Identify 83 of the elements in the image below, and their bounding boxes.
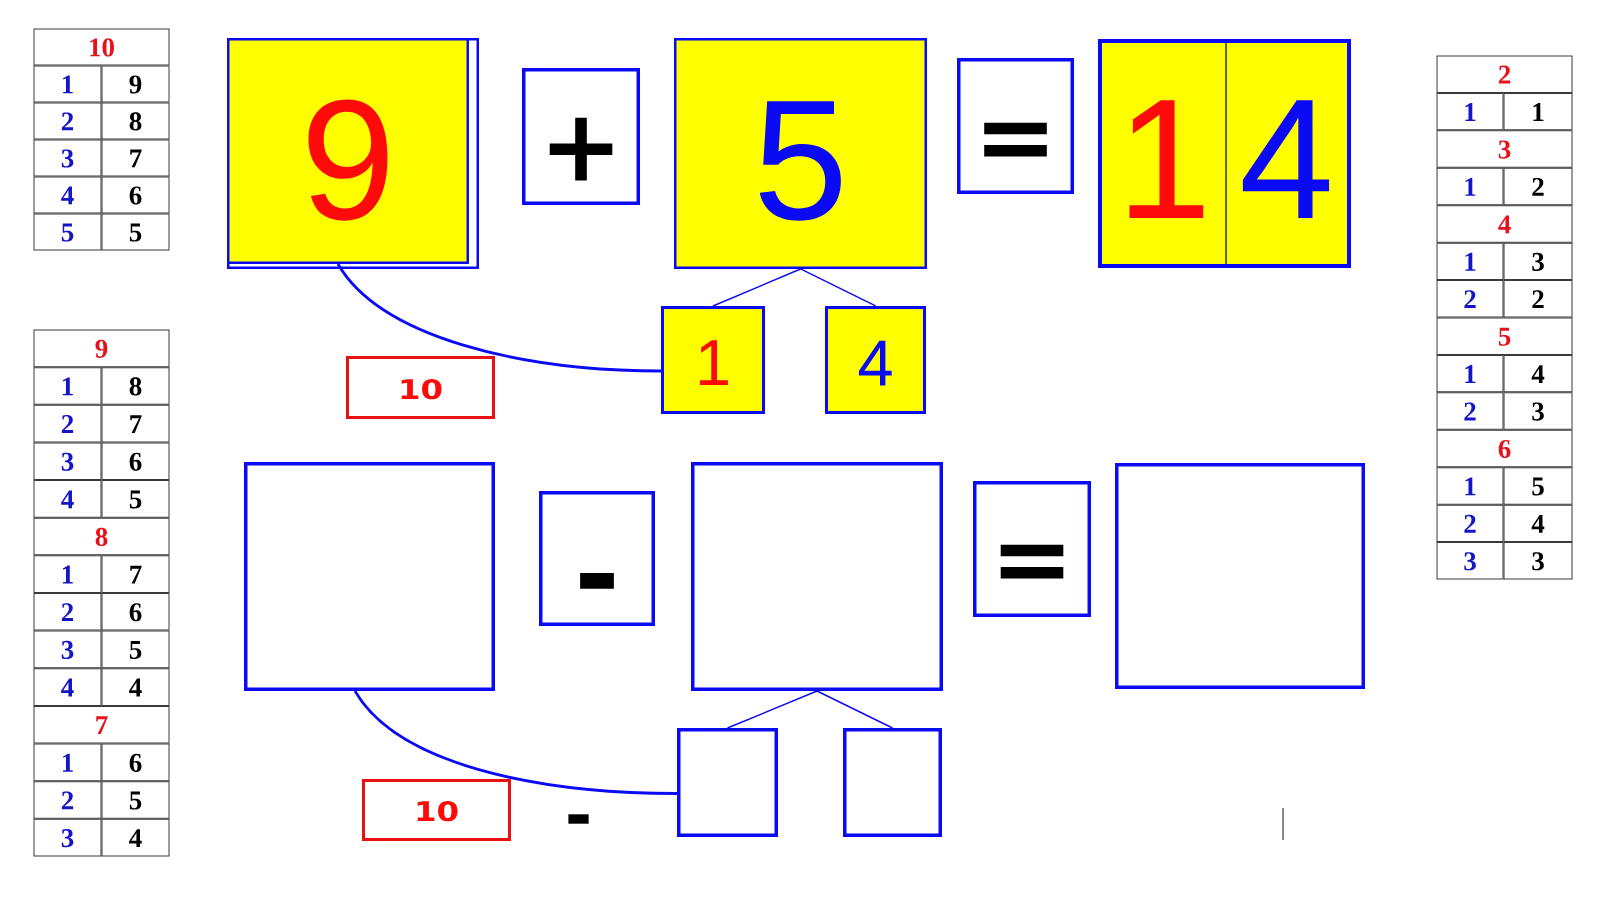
table-cell: 6 <box>101 176 170 214</box>
table-cell: 2 <box>33 102 102 140</box>
table-header: 5 <box>1436 317 1573 355</box>
table-header: 4 <box>1436 205 1573 243</box>
answer-box <box>244 462 495 691</box>
number-card: 9 <box>227 38 479 269</box>
operator-box: = <box>957 58 1074 194</box>
table-cell: 5 <box>1503 467 1573 505</box>
table-cell: 4 <box>33 480 102 518</box>
table-cell: 1 <box>1436 467 1504 505</box>
table-cell: 6 <box>101 743 170 782</box>
table-cell: 1 <box>1436 167 1504 206</box>
table-header: 10 <box>33 28 170 66</box>
table-cell: 3 <box>1436 542 1504 580</box>
table-cell: 4 <box>101 668 170 706</box>
table-cell: 2 <box>1503 280 1573 318</box>
number-box: 10 <box>362 779 511 841</box>
table-cell: 2 <box>33 781 102 819</box>
connector-curve <box>336 263 662 373</box>
table-cell: 1 <box>1503 92 1573 131</box>
table-cell: 4 <box>101 818 170 857</box>
table-cell: 6 <box>101 442 170 481</box>
operator-box: - <box>539 491 655 626</box>
table-cell: 1 <box>1436 92 1504 131</box>
table-cell: 5 <box>101 213 170 251</box>
table-cell: 7 <box>101 139 170 177</box>
answer-box <box>843 728 942 837</box>
operator-box: + <box>522 68 640 205</box>
number-box: 10 <box>346 356 495 419</box>
table-cell: 5 <box>101 480 170 518</box>
table-cell: 5 <box>33 213 102 251</box>
table-cell: 2 <box>1436 280 1504 318</box>
table-cell: 1 <box>1436 242 1504 281</box>
table-cell: 3 <box>1503 542 1573 580</box>
table-cell: 1 <box>1436 354 1504 393</box>
table-cell: 2 <box>1436 392 1504 430</box>
table-cell: 5 <box>101 630 170 669</box>
table-header: 8 <box>33 517 170 556</box>
table-cell: 8 <box>101 102 170 140</box>
table-cell: 4 <box>1503 354 1573 393</box>
table-cell: 1 <box>33 743 102 782</box>
table-cell: 6 <box>101 593 170 631</box>
digit-tile: 4 <box>1226 43 1347 264</box>
part-box: 4 <box>825 306 926 414</box>
table-header: 6 <box>1436 429 1573 468</box>
answer-box <box>677 728 778 837</box>
table-cell: 7 <box>101 555 170 593</box>
table-cell: 3 <box>33 818 102 857</box>
table-header: 3 <box>1436 130 1573 168</box>
table-cell: 2 <box>1503 167 1573 206</box>
branch-line <box>726 690 818 729</box>
table-cell: 3 <box>33 442 102 481</box>
table-cell: 4 <box>33 176 102 214</box>
table-cell: 3 <box>33 139 102 177</box>
operator-box: = <box>973 481 1091 617</box>
minus-sign: - <box>568 814 589 824</box>
table-cell: 1 <box>33 367 102 405</box>
table-cell: 2 <box>33 593 102 631</box>
table-cell: 3 <box>1503 392 1573 430</box>
table-cell: 3 <box>1503 242 1573 281</box>
table-header: 7 <box>33 705 170 744</box>
table-cell: 4 <box>1503 504 1573 543</box>
table-cell: 7 <box>101 404 170 443</box>
table-cell: 2 <box>33 404 102 443</box>
answer-box <box>1115 463 1365 689</box>
answer-box <box>691 462 943 691</box>
connector-curve <box>353 690 678 795</box>
table-cell: 1 <box>33 65 102 103</box>
table-header: 9 <box>33 329 170 368</box>
table-cell: 8 <box>101 367 170 405</box>
branch-line <box>799 268 877 307</box>
table-header: 2 <box>1436 55 1573 93</box>
table-cell: 2 <box>1436 504 1504 543</box>
number-card: 5 <box>674 38 927 269</box>
branch-line <box>712 268 802 307</box>
table-cell: 3 <box>33 630 102 669</box>
table-cell: 9 <box>101 65 170 103</box>
table-cell: 1 <box>33 555 102 593</box>
table-cell: 4 <box>33 668 102 706</box>
branch-line <box>816 690 894 729</box>
table-cell: 5 <box>101 781 170 819</box>
part-box: 1 <box>661 306 765 414</box>
digit-tile: 1 <box>1102 43 1226 264</box>
